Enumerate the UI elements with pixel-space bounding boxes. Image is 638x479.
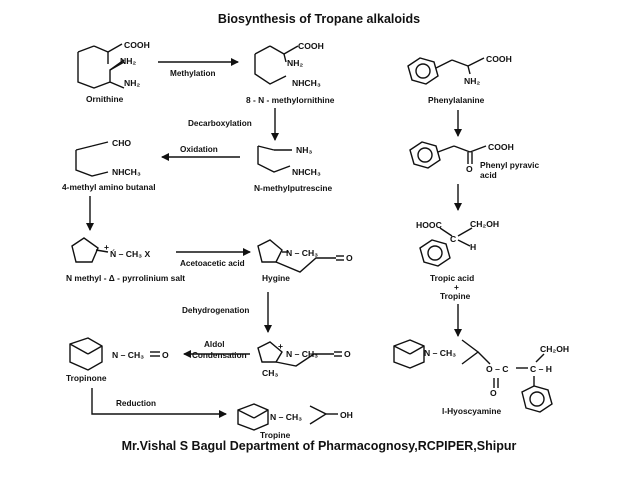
tropic-c: C bbox=[450, 234, 456, 244]
ornithine-nh2-b: NH₂ bbox=[124, 78, 140, 88]
methylornithine-label: 8 - N - methylornithine bbox=[246, 95, 335, 105]
phenylalanine-label: Phenylalanine bbox=[428, 95, 485, 105]
hygrine-n-ch3: N – CH₃ bbox=[286, 248, 318, 258]
iminium-ch3: CH₃ bbox=[262, 368, 278, 378]
hyoscyamine-o-c: O – C bbox=[486, 364, 508, 374]
tropine-reactant-label: Tropine bbox=[440, 291, 471, 301]
ornithine-cooh: COOH bbox=[124, 40, 150, 50]
methylornithine-nhch3: NHCH₃ bbox=[292, 78, 321, 88]
ornithine-label: Ornithine bbox=[86, 94, 124, 104]
hyoscyamine-label: l-Hyoscyamine bbox=[442, 406, 501, 416]
methylputrescine-label: N-methylputrescine bbox=[254, 183, 333, 193]
tropic-plus: + bbox=[454, 282, 459, 292]
pyrrolinium-plus: + bbox=[104, 242, 109, 252]
hygrine-iminium-structure: + N – CH₃ O CH₃ bbox=[257, 341, 351, 378]
methylputrescine-structure: NH₃ NHCH₃ bbox=[257, 145, 321, 177]
methylputrescine-nhch3: NHCH₃ bbox=[292, 167, 321, 177]
pyrrolinium-n-ch3-x: Ń – CH₃ X bbox=[110, 249, 151, 259]
reduction-label: Reduction bbox=[116, 399, 156, 408]
methylaminobutanal-nhch3: NHCH₃ bbox=[112, 167, 141, 177]
hygrine-structure: N – CH₃ O bbox=[257, 239, 353, 273]
methylaminobutanal-structure: CHO NHCH₃ bbox=[75, 138, 141, 177]
hyoscyamine-ch2oh: CH₂OH bbox=[540, 344, 569, 354]
phenylpyruvic-o: O bbox=[466, 164, 473, 174]
hyoscyamine-n-ch3: N – CH₃ bbox=[424, 348, 456, 358]
phenylpyruvic-structure: COOH O bbox=[409, 141, 514, 174]
aldol-label-2: Condensation bbox=[192, 351, 247, 360]
page-footer: Mr.Vishal S Bagul Department of Pharmaco… bbox=[121, 439, 517, 453]
tropic-h: H bbox=[470, 242, 476, 252]
dehydrogenation-label: Dehydrogenation bbox=[182, 306, 249, 315]
page-title: Biosynthesis of Tropane alkaloids bbox=[217, 12, 421, 26]
iminium-o: O bbox=[344, 349, 351, 359]
oxidation-label: Oxidation bbox=[180, 145, 218, 154]
tropinone-structure: N – CH₃ O bbox=[69, 337, 169, 371]
methylaminobutanal-cho: CHO bbox=[112, 138, 131, 148]
tropinone-label: Tropinone bbox=[66, 373, 107, 383]
hygrine-label: Hygine bbox=[262, 273, 290, 283]
tropine-oh: OH bbox=[340, 410, 353, 420]
ornithine-nh2-a: NH₂ bbox=[120, 56, 136, 66]
reduction-arrow bbox=[91, 388, 227, 418]
pyrrolinium-structure: + Ń – CH₃ X bbox=[71, 237, 151, 263]
tropinone-o: O bbox=[162, 350, 169, 360]
methylaminobutanal-label: 4-methyl amino butanal bbox=[62, 182, 156, 192]
tropic-ch2oh: CH₂OH bbox=[470, 219, 499, 229]
pyrrolinium-label: N methyl - Δ - pyrrolinium salt bbox=[66, 273, 185, 283]
methylputrescine-nh3: NH₃ bbox=[296, 145, 312, 155]
hyoscyamine-c-h: C – H bbox=[530, 364, 552, 374]
iminium-plus: + bbox=[278, 341, 283, 351]
tropine-label: Tropine bbox=[260, 430, 291, 440]
methylornithine-nh2: NH₂ bbox=[287, 58, 303, 68]
phenylalanine-cooh: COOH bbox=[486, 54, 512, 64]
aldol-label-1: Aldol bbox=[204, 340, 224, 349]
phenylalanine-nh2: NH₂ bbox=[464, 76, 480, 86]
methylornithine-cooh: COOH bbox=[298, 41, 324, 51]
acetoacetic-label: Acetoacetic acid bbox=[180, 259, 245, 268]
hygrine-o: O bbox=[346, 253, 353, 263]
methylation-label: Methylation bbox=[170, 69, 216, 78]
phenylalanine-structure: COOH NH₂ bbox=[407, 54, 512, 86]
hyoscyamine-structure: N – CH₃ O – C O C – H CH₂OH bbox=[393, 339, 569, 413]
decarboxylation-label: Decarboxylation bbox=[188, 119, 252, 128]
tropic-hooc: HOOC bbox=[416, 220, 442, 230]
phenylpyruvic-cooh: COOH bbox=[488, 142, 514, 152]
tropic-acid-structure: HOOC C CH₂OH H bbox=[416, 219, 499, 267]
iminium-n-ch3: N – CH₃ bbox=[286, 349, 318, 359]
hyoscyamine-o: O bbox=[490, 388, 497, 398]
methylornithine-structure: COOH NH₂ NHCH₃ bbox=[254, 41, 324, 88]
phenylpyruvic-label-2: acid bbox=[480, 170, 497, 180]
tropine-n-ch3: N – CH₃ bbox=[270, 412, 302, 422]
tropine-structure: N – CH₃ OH bbox=[237, 403, 353, 431]
tropic-acid-label: Tropic acid bbox=[430, 273, 474, 283]
phenylpyruvic-label: Phenyl pyravic bbox=[480, 160, 539, 170]
ornithine-structure: COOH NH₂ NH₂ bbox=[77, 40, 150, 89]
tropinone-n-ch3: N – CH₃ bbox=[112, 350, 144, 360]
